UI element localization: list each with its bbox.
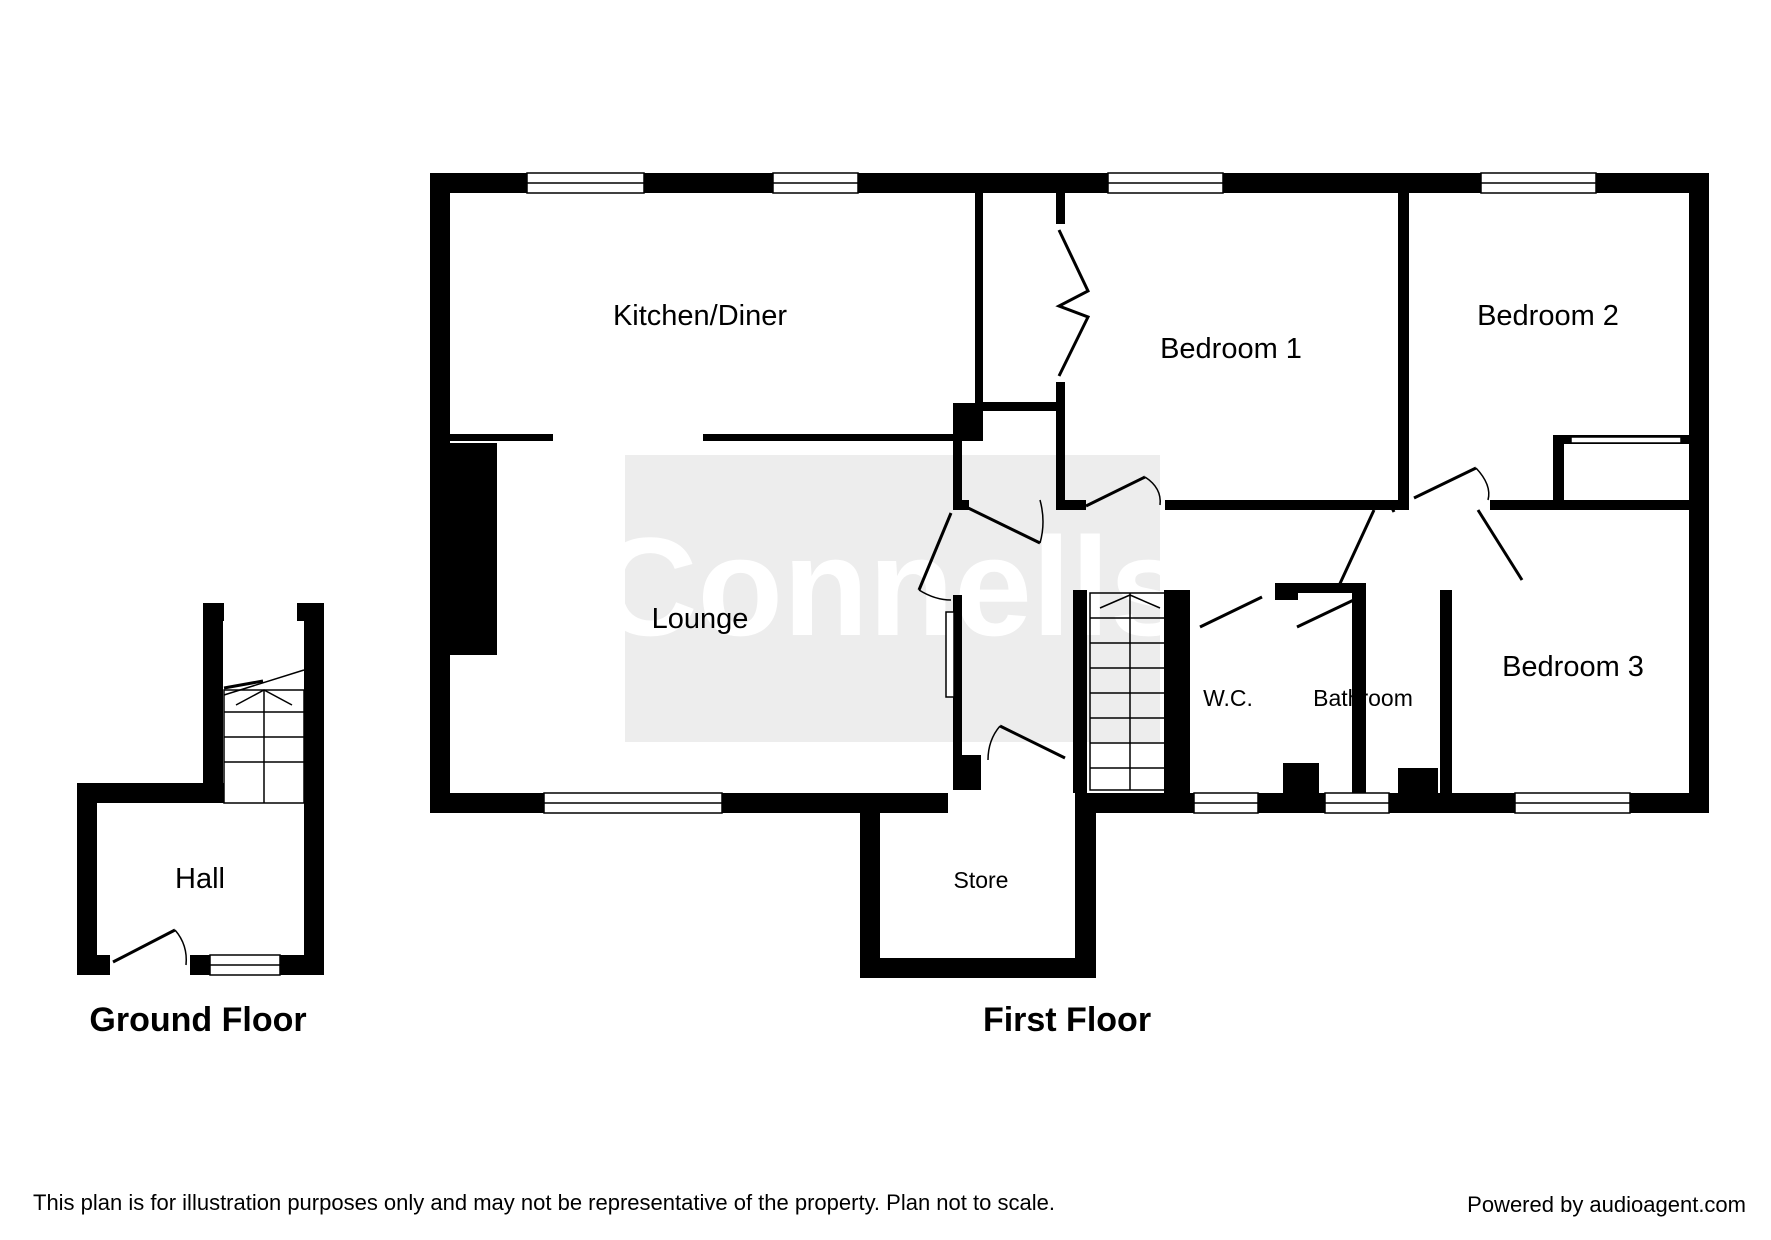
watermark-text: Connells xyxy=(596,508,1187,665)
disclaimer-text: This plan is for illustration purposes o… xyxy=(33,1190,1055,1215)
label-bedroom-2: Bedroom 2 xyxy=(1477,300,1619,332)
label-wc: W.C. xyxy=(1203,685,1253,711)
label-bathroom: Bathroom xyxy=(1313,685,1413,711)
ground-floor-walls xyxy=(77,603,324,975)
label-store: Store xyxy=(954,867,1009,893)
ground-floor-window xyxy=(209,954,281,976)
first-floor-windows xyxy=(526,172,1682,814)
first-floor-doors xyxy=(917,229,1524,761)
ground-floor-title: Ground Floor xyxy=(89,1001,306,1039)
first-floor-stairs xyxy=(1089,592,1171,791)
label-bedroom-3: Bedroom 3 xyxy=(1502,651,1644,683)
powered-by-text: Powered by audioagent.com xyxy=(1467,1192,1746,1217)
first-floor-title: First Floor xyxy=(983,1001,1151,1039)
label-bedroom-1: Bedroom 1 xyxy=(1160,333,1302,365)
room-labels: Kitchen/Diner Bedroom 1 Bedroom 2 Bedroo… xyxy=(175,300,1644,895)
ground-floor-door xyxy=(112,928,188,966)
label-lounge: Lounge xyxy=(652,603,749,635)
label-kitchen-diner: Kitchen/Diner xyxy=(613,300,787,332)
label-hall: Hall xyxy=(175,863,225,895)
ground-floor-stairs xyxy=(223,669,305,804)
